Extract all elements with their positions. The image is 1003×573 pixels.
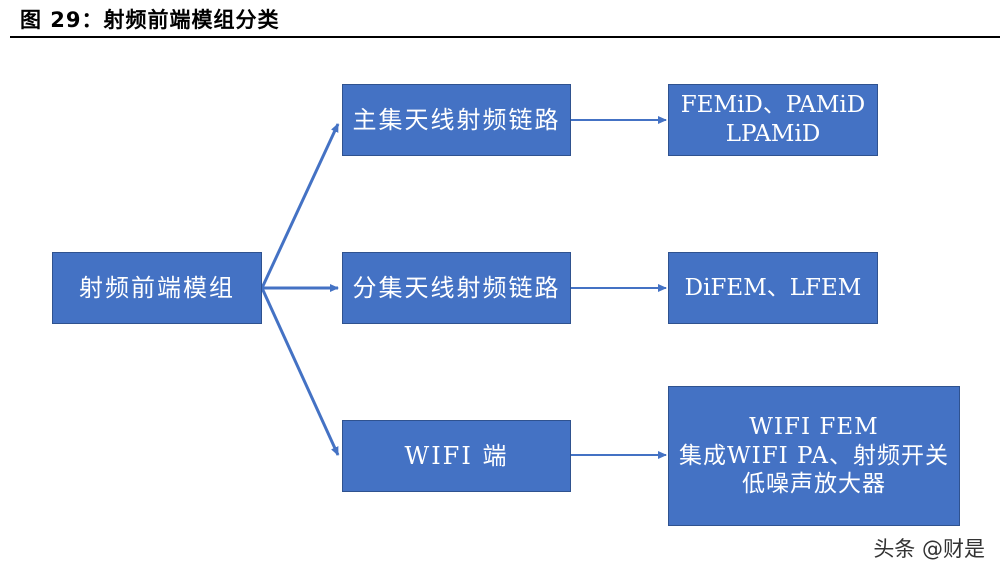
result-node-primary: FEMiD、PAMiD LPAMiD (668, 84, 878, 156)
source-watermark: 头条 @财是 (873, 537, 985, 561)
arrow-root-to-primary (260, 123, 340, 289)
branch-node-wifi: WIFI 端 (342, 420, 571, 492)
branch-node-primary: 主集天线射频链路 (342, 84, 571, 156)
root-label: 射频前端模组 (79, 274, 235, 302)
result-wifi-line-1: WIFI FEM (749, 413, 879, 440)
arrow-root-to-wifi (260, 287, 340, 456)
figure-title: 图 29：射频前端模组分类 (20, 8, 280, 32)
result-primary-line-1: FEMiD、PAMiD (680, 92, 866, 119)
title-divider (10, 36, 1000, 38)
branch-label-diversity: 分集天线射频链路 (352, 274, 561, 302)
branch-label-wifi: WIFI 端 (404, 442, 509, 470)
result-wifi-line-3: 低噪声放大器 (742, 471, 886, 498)
root-node: 射频前端模组 (52, 252, 262, 324)
result-diversity-line-1: DiFEM、LFEM (684, 274, 862, 301)
result-node-diversity: DiFEM、LFEM (668, 252, 878, 324)
result-primary-line-2: LPAMiD (725, 121, 821, 147)
result-node-wifi: WIFI FEM 集成WIFI PA、射频开关 低噪声放大器 (668, 386, 960, 526)
branch-node-diversity: 分集天线射频链路 (342, 252, 571, 324)
branch-label-primary: 主集天线射频链路 (352, 106, 561, 134)
result-wifi-line-2: 集成WIFI PA、射频开关 (678, 442, 950, 469)
